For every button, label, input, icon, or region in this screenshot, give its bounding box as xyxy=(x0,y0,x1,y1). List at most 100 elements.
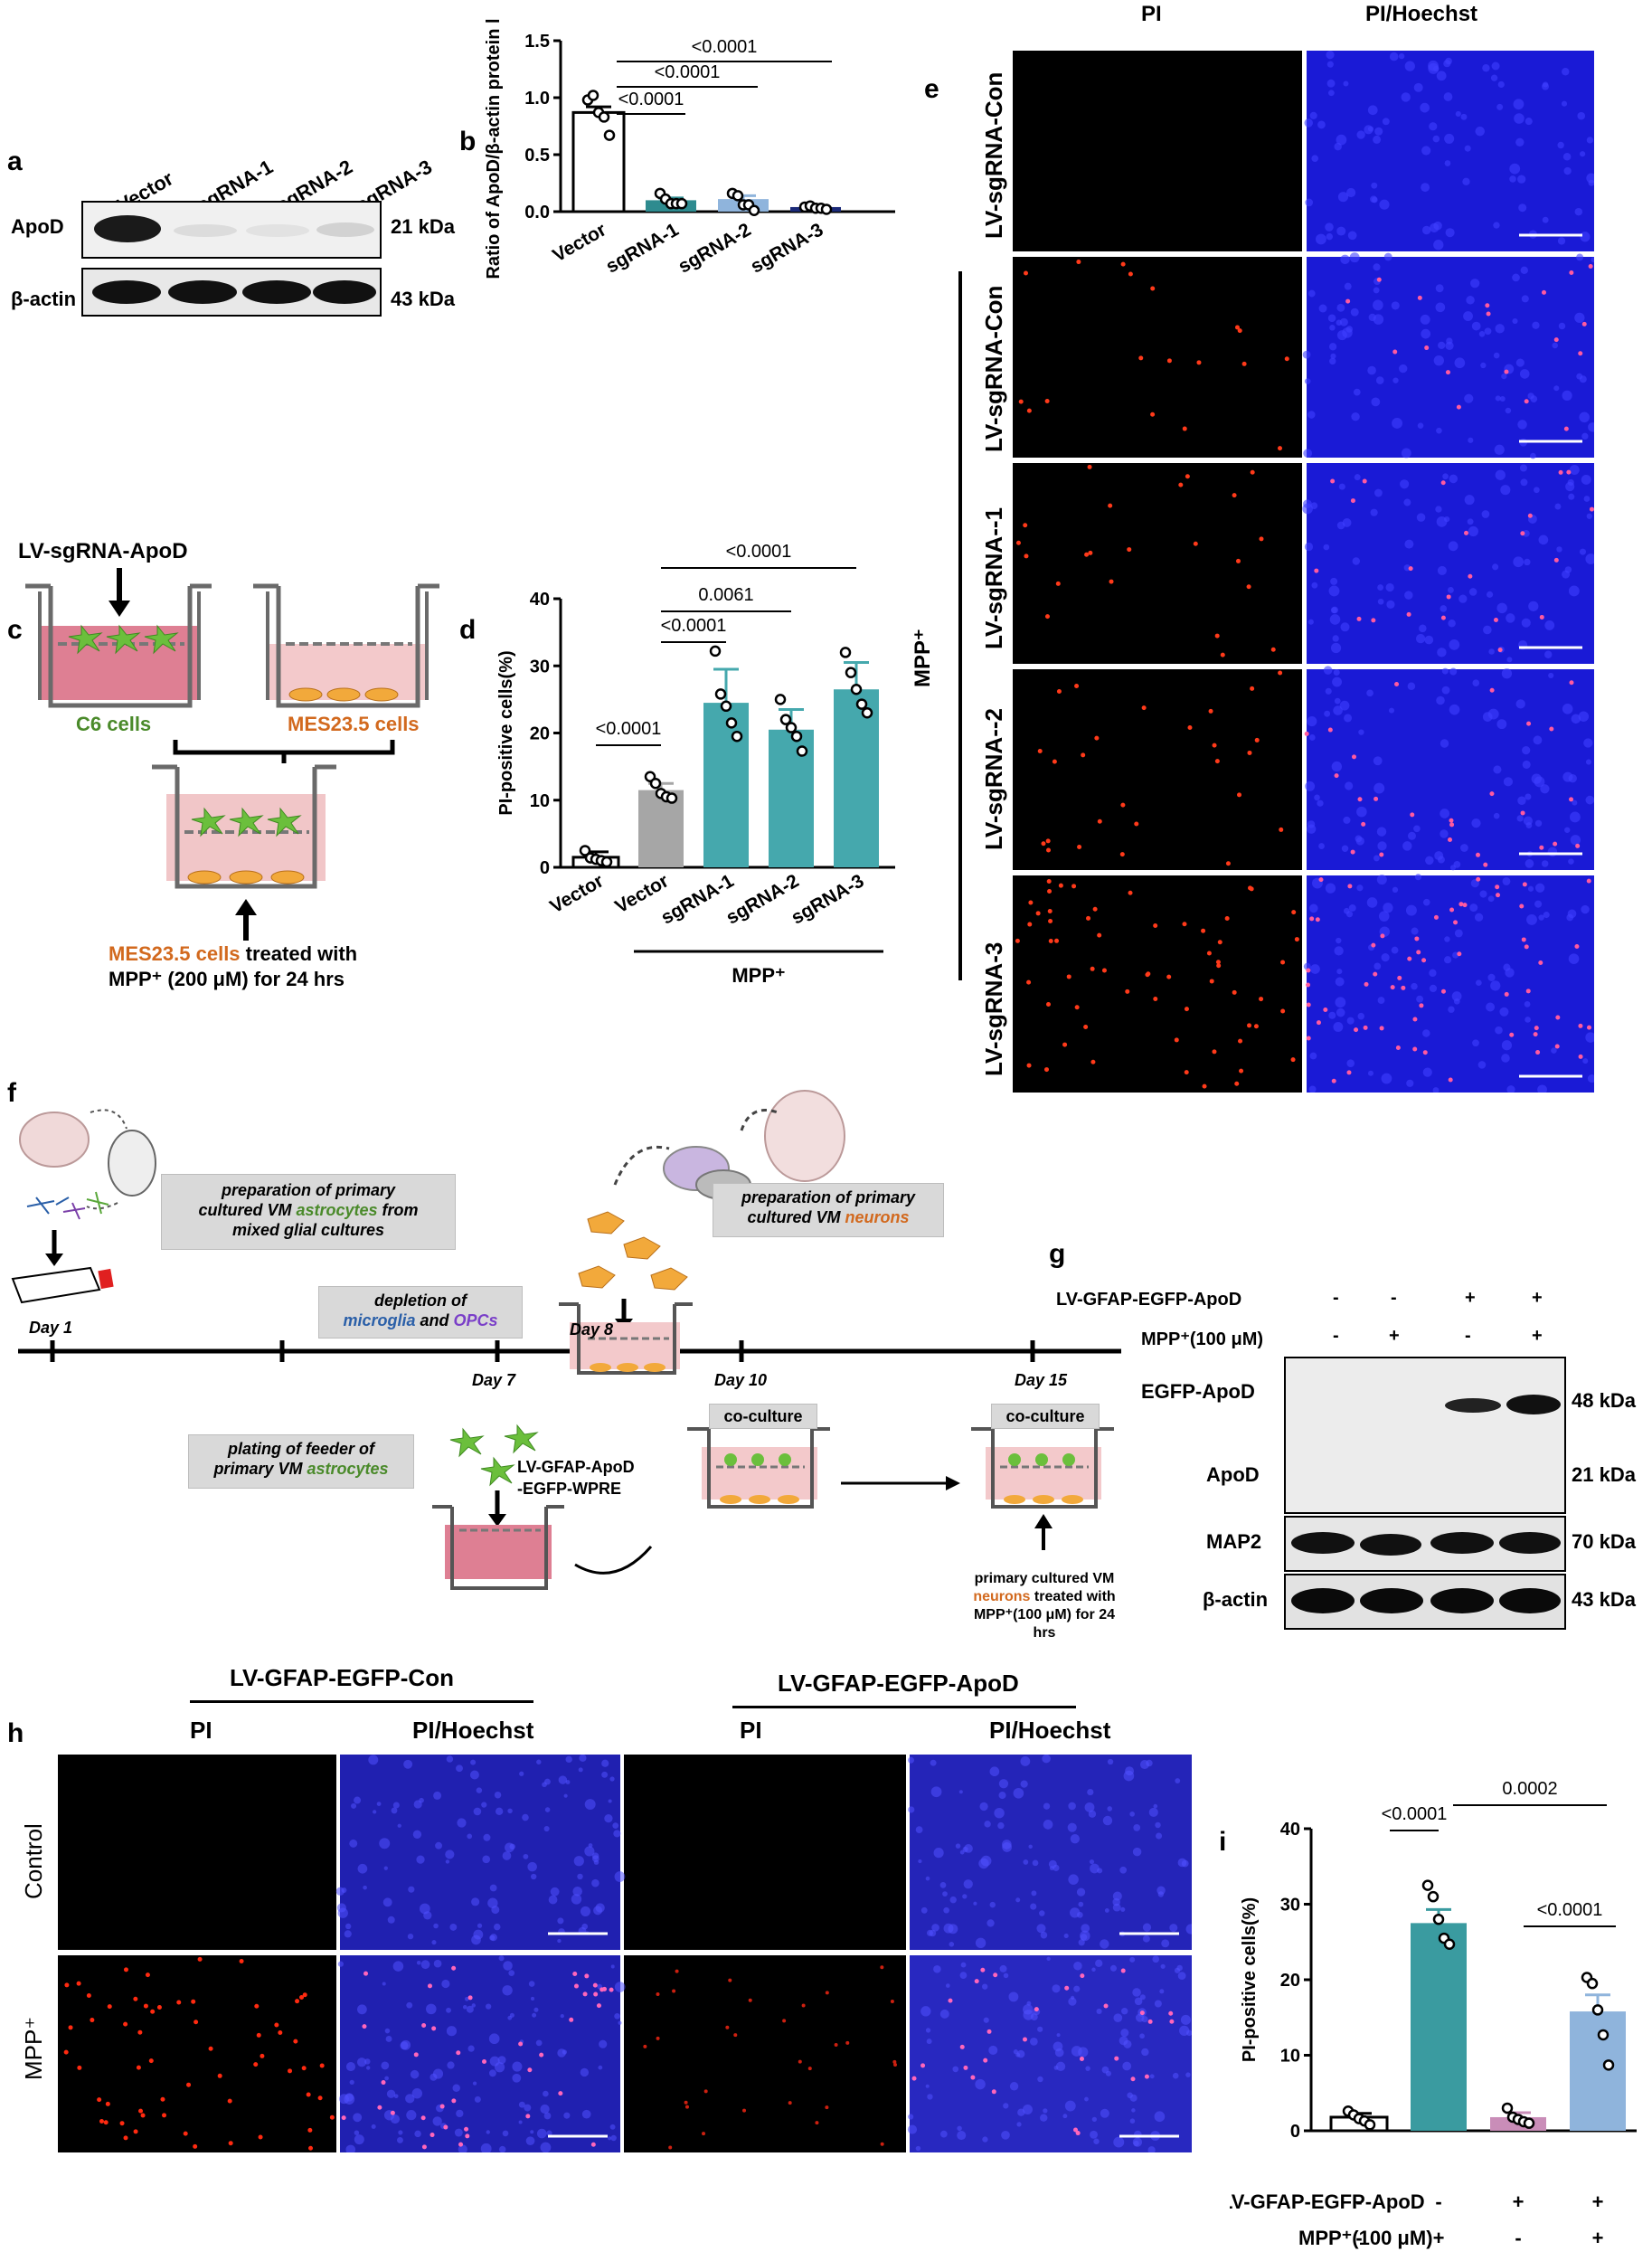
nucleus xyxy=(994,1807,1005,1819)
pi-overlay-dot xyxy=(1130,2077,1136,2082)
pi-overlay-dot xyxy=(1504,369,1509,374)
nucleus xyxy=(1379,199,1390,210)
data-point xyxy=(579,845,591,856)
nucleus xyxy=(1497,80,1505,89)
pi-overlay-dot xyxy=(1120,1968,1126,1973)
pi-dot xyxy=(302,1992,307,1998)
pi-dot xyxy=(1250,469,1255,475)
nucleus xyxy=(1373,855,1380,862)
pi-overlay-dot xyxy=(1407,956,1412,961)
nucleus xyxy=(1078,1901,1084,1907)
nucleus xyxy=(1437,648,1447,657)
pi-dot xyxy=(1215,960,1221,965)
pi-dot xyxy=(306,2092,311,2097)
nucleus xyxy=(1502,876,1511,885)
nucleus xyxy=(1370,508,1378,516)
nucleus xyxy=(975,2078,986,2090)
transwell-diagram xyxy=(25,568,439,941)
pi-dot xyxy=(228,2141,233,2146)
p-value-label: <0.0001 xyxy=(661,616,727,636)
pi-dot xyxy=(162,2113,167,2118)
nucleus xyxy=(470,1759,477,1765)
g-row-apod: ApoD xyxy=(1206,1463,1260,1486)
nucleus xyxy=(1490,74,1498,81)
f-box2-line1: depletion of xyxy=(374,1291,467,1310)
nucleus xyxy=(1513,99,1525,110)
nucleus xyxy=(1544,650,1553,658)
nucleus xyxy=(957,2125,962,2132)
nucleus xyxy=(601,1771,609,1778)
c6-cells-label: C6 cells xyxy=(76,713,152,735)
nucleus xyxy=(1340,254,1350,265)
e-hoechst-row2 xyxy=(1307,257,1594,458)
pi-overlay-dot xyxy=(1079,2057,1084,2062)
nucleus xyxy=(1078,1939,1085,1946)
pi-overlay-dot xyxy=(1334,773,1339,779)
nucleus xyxy=(1585,759,1592,765)
pi-dot xyxy=(1184,1007,1189,1012)
p-value-label: <0.0001 xyxy=(618,90,684,109)
nucleus xyxy=(962,1846,968,1852)
nucleus xyxy=(1541,860,1549,867)
g-size-70: 70 kDa xyxy=(1572,1530,1636,1553)
nucleus xyxy=(1037,2026,1043,2032)
pi-dot xyxy=(1015,540,1021,545)
pi-dot xyxy=(1074,684,1080,689)
p-value-label: <0.0001 xyxy=(692,37,758,57)
nucleus xyxy=(1383,903,1393,913)
nucleus xyxy=(1377,598,1384,605)
pi-overlay-dot xyxy=(584,1973,590,1979)
pi-dot xyxy=(1220,652,1225,657)
cond1-value: + xyxy=(1592,2190,1604,2213)
nucleus xyxy=(1132,1988,1141,1997)
pi-dot xyxy=(1138,355,1144,361)
pi-dot xyxy=(183,2131,188,2136)
pi-overlay-dot xyxy=(1331,1078,1336,1083)
nucleus xyxy=(530,2130,534,2134)
nucleus xyxy=(1039,2114,1048,2122)
nucleus xyxy=(1484,327,1492,336)
nucleus xyxy=(408,1886,415,1893)
pi-overlay-dot xyxy=(963,2065,968,2070)
bar xyxy=(1570,2011,1626,2131)
nucleus xyxy=(1448,1006,1455,1013)
nucleus xyxy=(1448,619,1456,628)
pi-dot xyxy=(1043,1067,1049,1073)
nucleus xyxy=(426,2003,437,2015)
nucleus xyxy=(958,1790,963,1794)
nucleus xyxy=(1534,900,1543,908)
nucleus xyxy=(563,1793,568,1798)
nucleus xyxy=(1579,412,1590,423)
nucleus xyxy=(614,1871,626,1882)
nucleus xyxy=(1334,142,1342,151)
pi-overlay-dot xyxy=(1526,721,1532,726)
nucleus xyxy=(1496,602,1507,614)
f-box3-line1: preparation of primary xyxy=(741,1188,916,1206)
pi-dot xyxy=(1291,910,1297,915)
pi-overlay-dot xyxy=(1520,810,1525,816)
nucleus xyxy=(522,1813,529,1821)
nucleus xyxy=(1411,982,1418,990)
nucleus xyxy=(1512,273,1520,282)
pi-dot xyxy=(274,2022,279,2028)
pi-dot xyxy=(1087,464,1092,469)
nucleus xyxy=(933,1964,941,1973)
nucleus xyxy=(1070,1834,1080,1844)
nucleus xyxy=(578,1767,583,1773)
row-label-apod: ApoD xyxy=(11,215,64,238)
h-group2-label: LV-GFAP-EGFP-ApoD xyxy=(778,1670,1019,1697)
pi-overlay-dot xyxy=(1356,616,1362,621)
nucleus xyxy=(1435,302,1446,313)
nucleus xyxy=(1565,481,1575,492)
nucleus xyxy=(349,2079,354,2086)
nucleus xyxy=(382,1982,386,1986)
pi-overlay-dot xyxy=(1072,2127,1078,2133)
pi-dot xyxy=(278,2030,283,2036)
nucleus xyxy=(591,1852,599,1859)
nucleus xyxy=(1013,1787,1024,1799)
pi-overlay-dot xyxy=(1527,513,1533,518)
size-label-43kda: 43 kDa xyxy=(391,288,455,310)
pi-dot xyxy=(197,1956,203,1962)
nucleus xyxy=(1493,352,1500,359)
nucleus xyxy=(984,1821,991,1828)
